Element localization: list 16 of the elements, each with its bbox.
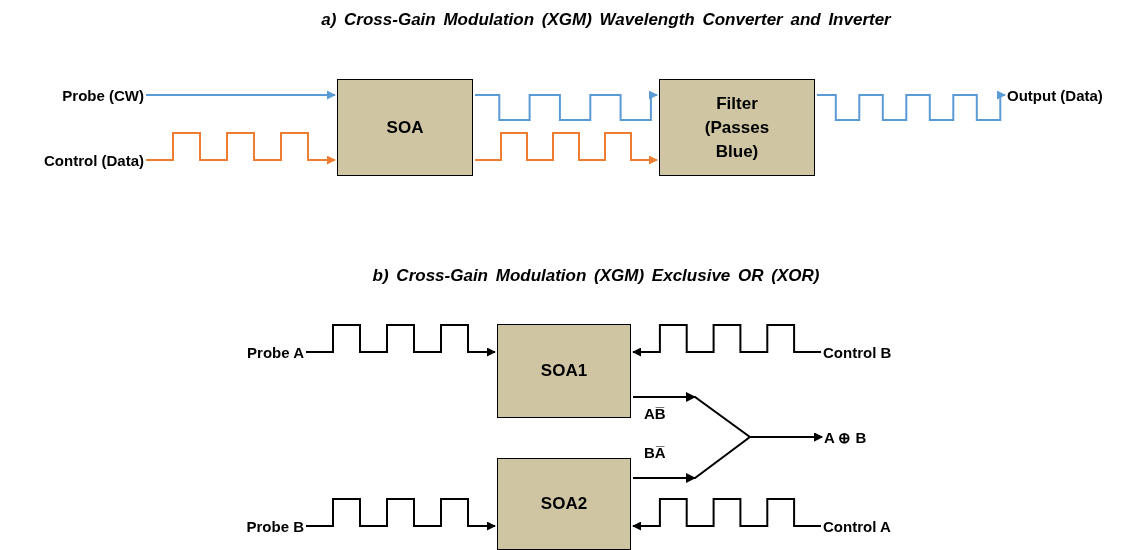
node-label: Control (Data) (8, 150, 144, 170)
node-label: Output (Data) (1007, 85, 1137, 105)
node-label: A ⊕ B (824, 428, 886, 448)
node-label: Control B (823, 342, 915, 362)
node-label: Probe A (226, 342, 304, 362)
section-heading: b) Cross-Gain Modulation (XGM) Exclusive OR (XOR) (372, 266, 820, 286)
node-label: Probe (CW) (36, 85, 144, 105)
edge-label: AB̅ (643, 405, 667, 422)
section-heading: a) Cross-Gain Modulation (XGM) Wavelength Converter and Inverter (321, 10, 891, 30)
node-label: Probe B (226, 516, 304, 536)
process-box: SOA1 (497, 324, 631, 418)
node-label: Control A (823, 516, 915, 536)
process-box: SOA (337, 79, 473, 176)
process-box: Filter (Passes Blue) (659, 79, 815, 176)
edge-label: BA̅ (643, 444, 667, 461)
process-box: SOA2 (497, 458, 631, 550)
